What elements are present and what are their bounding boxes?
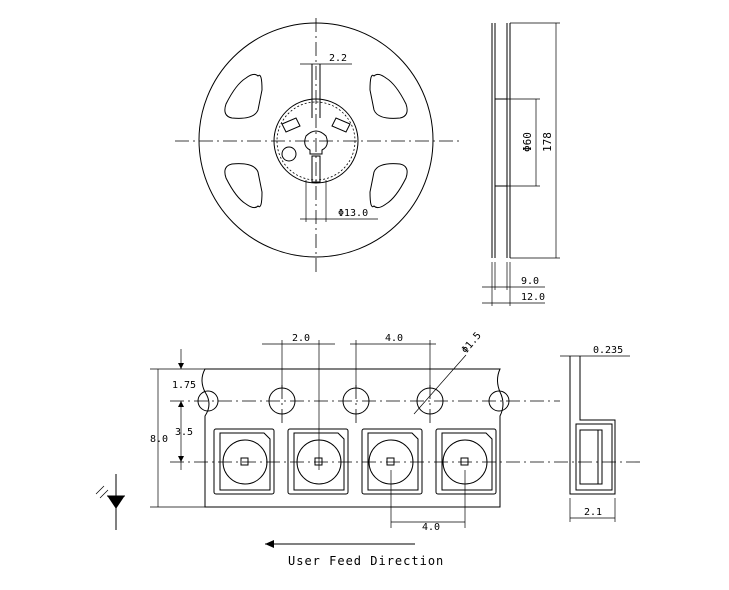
dim-sprocket-pitch: 4.0	[385, 333, 403, 344]
dim-spoke-width: 2.2	[329, 53, 347, 64]
dim-pocket-pitch: 4.0	[422, 522, 440, 533]
reel-side-view: Φ60 178 9.0 12.0	[482, 22, 560, 306]
dim-pocket-depth: 2.1	[584, 507, 602, 518]
dim-tape-width-outer: 12.0	[521, 292, 545, 303]
pocket-3	[361, 428, 423, 495]
dim-tape-width: 8.0	[150, 434, 168, 445]
feed-arrow-head	[265, 540, 274, 548]
dim-inner-diameter: Φ60	[521, 132, 534, 152]
reel-side-hub	[494, 98, 508, 187]
tape-body	[201, 368, 504, 508]
led-diode-symbol	[95, 474, 125, 530]
dim-outer-diameter: 178	[541, 132, 554, 152]
pocket-4	[435, 428, 497, 495]
tape-section-pocket	[575, 423, 613, 491]
tape-section-view: 0.235 2.1	[560, 345, 630, 522]
dim-edge-to-hole: 1.75	[172, 380, 196, 391]
arrowhead-35-bottom	[178, 456, 184, 462]
reel-window-bottom-right	[369, 163, 408, 209]
reel-window-bottom-left	[224, 163, 263, 209]
pocket-1	[213, 428, 275, 495]
led-symbol-triangle	[107, 495, 125, 509]
tape-section-outline	[569, 356, 616, 495]
dim-hub-diameter: Φ13.0	[338, 208, 368, 219]
reel-front-view: 2.2 Φ13.0	[175, 18, 460, 275]
arrowhead-175	[178, 363, 184, 369]
reel-window-top-right	[369, 73, 408, 119]
feed-direction: User Feed Direction	[265, 540, 444, 568]
reel-window-top-left	[224, 73, 263, 119]
feed-direction-label: User Feed Direction	[288, 554, 444, 568]
dim-hole-diameter: Φ1.5	[460, 330, 484, 356]
dim-tape-width-inner: 9.0	[521, 276, 539, 287]
dim-thickness: 0.235	[593, 345, 623, 356]
hub-key-right	[331, 117, 351, 133]
hub-center-slot	[304, 130, 328, 155]
tape-section-led	[579, 429, 603, 485]
dim-hole-leader	[413, 354, 467, 415]
led-symbol-ray-2	[99, 489, 109, 499]
pocket-2	[287, 428, 349, 495]
dim-hole-pitch: 2.0	[292, 333, 310, 344]
tape-plan-view: 2.0 4.0 Φ1.5 1.75 3.5 8.0 4.0	[150, 330, 640, 533]
arrowhead-35-top	[178, 401, 184, 407]
hub-hole	[281, 146, 297, 162]
hub-key-left	[281, 117, 301, 133]
led-symbol-ray-1	[95, 485, 105, 495]
dim-hole-to-pocket: 3.5	[175, 427, 193, 438]
